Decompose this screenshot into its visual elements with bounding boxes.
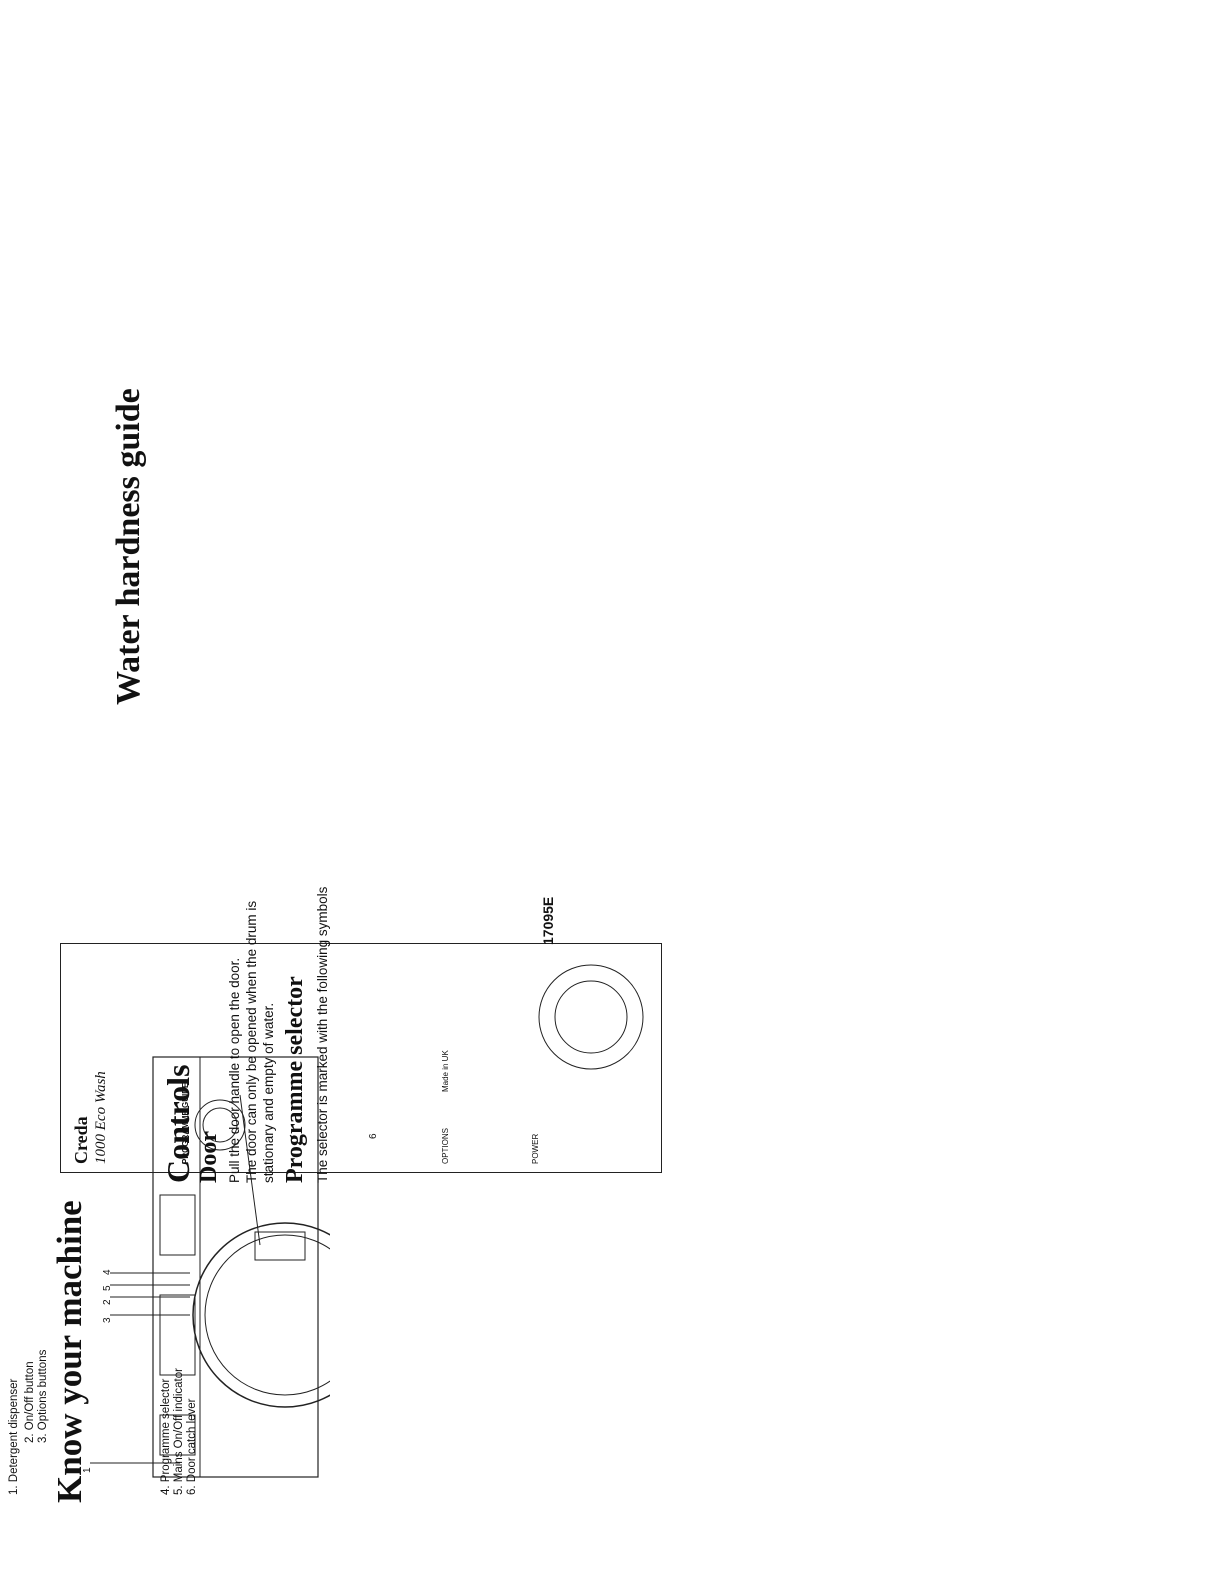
control-panel-1: Creda 1000 Eco Wash PROGRAMME GUIDE OPTI… [60, 943, 662, 1173]
panel1-dial [538, 964, 644, 1070]
page-title-water: Water hardness guide [110, 388, 147, 705]
